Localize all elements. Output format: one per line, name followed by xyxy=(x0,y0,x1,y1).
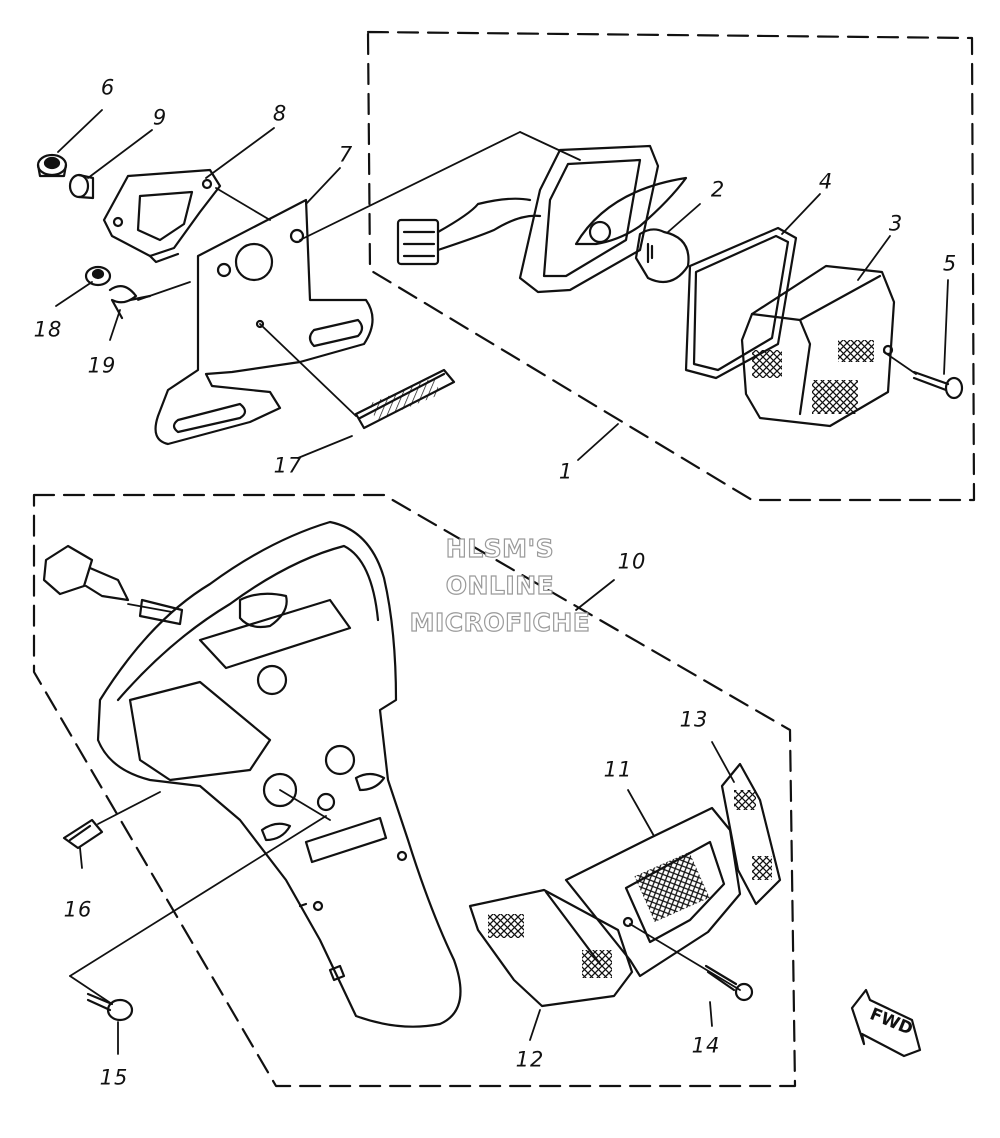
part-4-gasket xyxy=(684,226,798,380)
watermark-line-1: HLSM'S xyxy=(445,534,555,563)
part-2-bulb xyxy=(634,228,690,284)
part-17-reflector xyxy=(354,368,456,430)
callout-13: 13 xyxy=(679,707,709,732)
part-7-license-bracket xyxy=(154,198,374,446)
part-12-side-lens xyxy=(468,888,634,1008)
callout-9: 9 xyxy=(152,105,168,130)
part-18-nut xyxy=(84,265,112,287)
part-5-screw xyxy=(912,370,964,400)
callout-18: 18 xyxy=(33,317,63,342)
callout-19: 19 xyxy=(87,353,117,378)
callout-6: 6 xyxy=(100,75,116,100)
callout-10: 10 xyxy=(617,549,647,574)
part-9-collar xyxy=(68,173,95,200)
leader-lines xyxy=(55,109,949,1055)
callout-15: 15 xyxy=(99,1065,129,1090)
callout-3: 3 xyxy=(888,211,904,236)
part-3-lens-housing xyxy=(740,264,896,428)
part-1-lamp-base xyxy=(396,144,688,294)
callout-11: 11 xyxy=(603,757,633,782)
callout-17: 17 xyxy=(273,453,303,478)
callout-4: 4 xyxy=(818,169,834,194)
callout-5: 5 xyxy=(942,251,958,276)
watermark-line-2: ONLINE xyxy=(445,571,555,600)
part-6-nut xyxy=(36,153,68,178)
part-19-clip xyxy=(108,285,152,320)
callout-7: 7 xyxy=(338,142,354,167)
assembly-10-outline xyxy=(32,493,797,1088)
callout-8: 8 xyxy=(272,101,288,126)
callout-14: 14 xyxy=(691,1033,721,1058)
watermark-line-3: MICROFICHE xyxy=(409,608,591,637)
part-11-center-lens xyxy=(564,806,742,978)
part-14-screw xyxy=(704,964,754,1002)
part-15-bolt xyxy=(86,992,134,1022)
callout-1: 1 xyxy=(558,459,574,484)
part-10-tail-housing xyxy=(96,520,462,1028)
fwd-arrow-icon xyxy=(850,988,922,1058)
assembly-1-outline xyxy=(366,30,976,502)
connector-10 xyxy=(42,544,184,626)
part-8-bracket xyxy=(102,168,222,264)
callout-2: 2 xyxy=(710,177,726,202)
part-13-side-lens xyxy=(720,762,782,906)
callout-12: 12 xyxy=(515,1047,545,1072)
callout-16: 16 xyxy=(63,897,93,922)
part-16-clip xyxy=(62,818,104,850)
